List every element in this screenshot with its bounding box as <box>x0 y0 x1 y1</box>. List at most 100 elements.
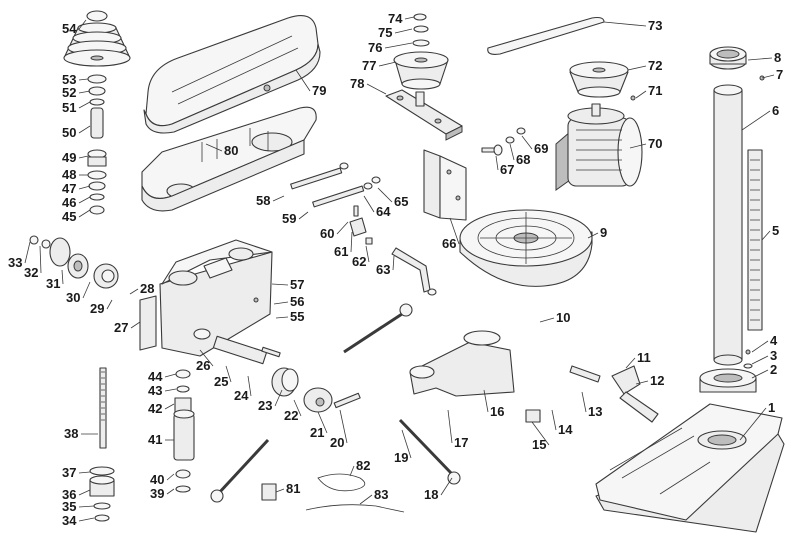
leader-line-75 <box>394 28 413 34</box>
pulley-housing-base <box>141 106 317 212</box>
callout-label-76: 76 <box>368 40 382 55</box>
callout-label-81: 81 <box>286 481 300 496</box>
callout-label-79: 79 <box>312 83 326 98</box>
leader-line-15 <box>531 421 550 446</box>
leader-line-40 <box>166 473 175 481</box>
leader-line-47 <box>78 185 91 190</box>
work-table <box>459 209 593 287</box>
callout-label-80: 80 <box>224 143 238 158</box>
leader-line-23 <box>274 389 283 407</box>
leader-line-9 <box>587 232 599 239</box>
callout-label-60: 60 <box>320 226 334 241</box>
callout-label-29: 29 <box>90 301 104 316</box>
belt-cover <box>143 15 321 134</box>
leader-line-64 <box>363 195 375 213</box>
leader-line-34 <box>78 517 95 522</box>
leader-line-30 <box>82 281 91 299</box>
leader-line-35 <box>78 505 95 508</box>
callout-label-41: 41 <box>148 432 162 447</box>
callout-label-15: 15 <box>532 437 546 452</box>
leader-line-72 <box>627 65 647 71</box>
callout-label-68: 68 <box>516 152 530 167</box>
motor <box>555 103 643 191</box>
callout-label-17: 17 <box>454 435 468 450</box>
callout-label-57: 57 <box>290 277 304 292</box>
leader-line-42 <box>164 403 175 410</box>
motor-hardware <box>481 127 526 156</box>
leader-line-80 <box>205 143 223 152</box>
callout-label-19: 19 <box>394 450 408 465</box>
leader-line-31 <box>61 269 64 285</box>
callout-label-58: 58 <box>256 193 270 208</box>
leader-line-12 <box>635 380 649 385</box>
callout-label-71: 71 <box>648 83 662 98</box>
leader-line-22 <box>293 399 302 417</box>
callout-label-12: 12 <box>650 373 664 388</box>
leader-line-70 <box>629 143 647 149</box>
callout-label-78: 78 <box>350 76 364 91</box>
callout-label-44: 44 <box>148 369 163 384</box>
callout-label-45: 45 <box>62 209 76 224</box>
callout-label-23: 23 <box>258 398 272 413</box>
callout-label-16: 16 <box>490 404 504 419</box>
callout-label-25: 25 <box>214 374 228 389</box>
callout-label-38: 38 <box>64 426 78 441</box>
callout-label-64: 64 <box>376 204 391 219</box>
callout-label-66: 66 <box>442 236 456 251</box>
switch-and-cords <box>261 473 405 513</box>
callout-labels: 1234567891011121314151617181920212223242… <box>8 11 783 528</box>
callout-label-63: 63 <box>376 262 390 277</box>
leader-line-46 <box>78 196 91 204</box>
leader-line-66 <box>449 217 460 245</box>
leader-line-53 <box>78 78 89 81</box>
leader-line-50 <box>78 125 91 134</box>
callout-label-3: 3 <box>770 348 777 363</box>
callout-label-7: 7 <box>776 67 783 82</box>
table-arm <box>409 330 659 423</box>
leader-line-61 <box>350 231 353 253</box>
callout-label-10: 10 <box>556 310 570 325</box>
leader-line-77 <box>378 61 397 67</box>
quill-parts <box>89 303 461 522</box>
spindle-pulley-stack <box>63 10 131 215</box>
leader-line-10 <box>539 317 555 323</box>
leader-line-4 <box>751 340 769 353</box>
leader-line-56 <box>273 301 289 305</box>
callout-label-52: 52 <box>62 85 76 100</box>
leader-line-62 <box>365 245 370 263</box>
leader-line-1 <box>739 407 767 441</box>
callout-label-18: 18 <box>424 487 438 502</box>
callout-label-54: 54 <box>62 21 77 36</box>
callout-label-55: 55 <box>290 309 304 324</box>
callout-label-49: 49 <box>62 150 76 165</box>
callout-label-28: 28 <box>140 281 154 296</box>
callout-label-62: 62 <box>352 254 366 269</box>
callout-label-47: 47 <box>62 181 76 196</box>
leader-line-14 <box>551 409 557 431</box>
callout-label-21: 21 <box>310 425 324 440</box>
callout-label-72: 72 <box>648 58 662 73</box>
callout-label-20: 20 <box>330 435 344 450</box>
callout-label-6: 6 <box>772 103 779 118</box>
callout-label-40: 40 <box>150 472 164 487</box>
leader-line-74 <box>404 16 415 20</box>
leader-line-27 <box>130 321 141 329</box>
leader-line-2 <box>751 369 769 379</box>
leader-line-63 <box>392 255 395 271</box>
leader-line-37 <box>78 471 91 474</box>
spindle-gear-parts <box>29 235 157 351</box>
callout-label-43: 43 <box>148 383 162 398</box>
callout-label-70: 70 <box>648 136 662 151</box>
leader-line-45 <box>78 209 91 218</box>
callout-label-36: 36 <box>62 487 76 502</box>
leader-line-51 <box>78 101 91 109</box>
callout-label-9: 9 <box>600 225 607 240</box>
callout-label-67: 67 <box>500 162 514 177</box>
leader-line-33 <box>24 241 31 264</box>
leader-line-16 <box>483 389 489 413</box>
leader-line-54 <box>78 19 87 30</box>
leader-line-69 <box>521 135 533 150</box>
callout-label-34: 34 <box>62 513 77 528</box>
